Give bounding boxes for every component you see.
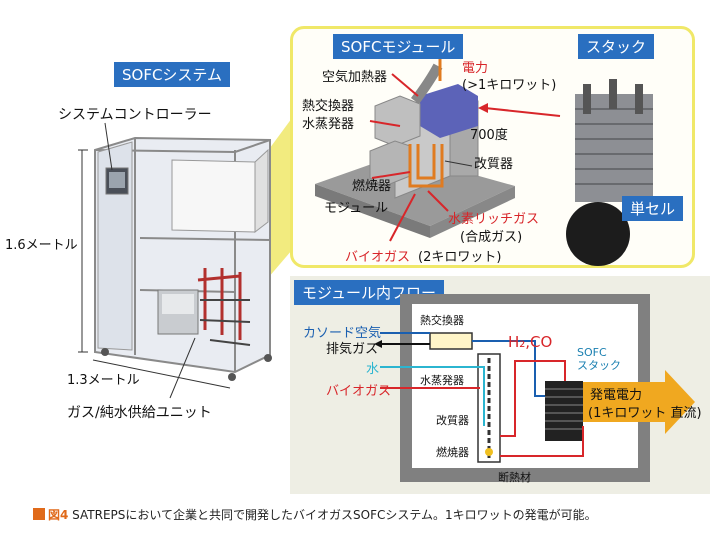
output-title: 発電電力 [590,388,643,403]
h2co-label: H₂,CO [508,333,553,351]
cell-label: 単セル [622,196,684,221]
caption-text: SATREPSにおいて企業と共同で開発したバイオガスSOFCシステム。1キロワッ… [68,508,597,522]
flow-reformer-label: 改質器 [436,414,469,427]
flow-diagram [374,294,695,482]
h2-rich-gas-label: 水素リッチガス [448,212,540,227]
module-label: モジュール [324,201,389,216]
air-heater-label: 空気加熱器 [322,70,388,85]
module-illustration [315,38,653,266]
height-label: 1.6メートル [5,238,78,253]
flow-steam-generator-label: 水蒸発器 [420,374,464,387]
biogas-label: バイオガス [345,250,411,265]
flow-heat-exchanger-label: 熱交換器 [420,314,464,327]
combustor-label: 燃焼器 [352,179,392,194]
figure-caption: 図4 SATREPSにおいて企業と共同で開発したバイオガスSOFCシステム。1キ… [33,506,597,523]
supply-unit-label: ガス/純水供給ユニット [67,405,212,421]
biogas-value: (2キロワット) [418,250,502,265]
reformer-label: 改質器 [474,157,514,172]
figure-number: 図4 [48,508,69,522]
controller-label: システムコントローラー [58,107,212,123]
steam-generator-label: 水蒸発器 [302,117,355,132]
cathode-air-label: カソード空気 [303,326,382,341]
heat-exchanger-label: 熱交換器 [302,99,355,114]
module-title: SOFCモジュール [333,34,464,59]
flow-biogas-label: バイオガス [326,384,392,399]
temperature-label: 700度 [470,128,508,143]
exhaust-label: 排気ガス [326,342,379,357]
power-value: (>1キロワット) [462,78,557,93]
insulation-label: 断熱材 [498,471,531,484]
flow-combustor-label: 燃焼器 [436,446,469,459]
output-value: (1キロワット 直流) [588,406,702,421]
caption-marker [33,508,45,520]
syngas-label: (合成ガス) [460,230,523,245]
stack-title: スタック [578,34,655,59]
power-label: 電力 [462,61,489,76]
sofc-stack-label: SOFC スタック [577,346,621,372]
water-label: 水 [366,362,380,377]
system-title: SOFCシステム [114,62,230,87]
width-label: 1.3メートル [67,373,140,388]
